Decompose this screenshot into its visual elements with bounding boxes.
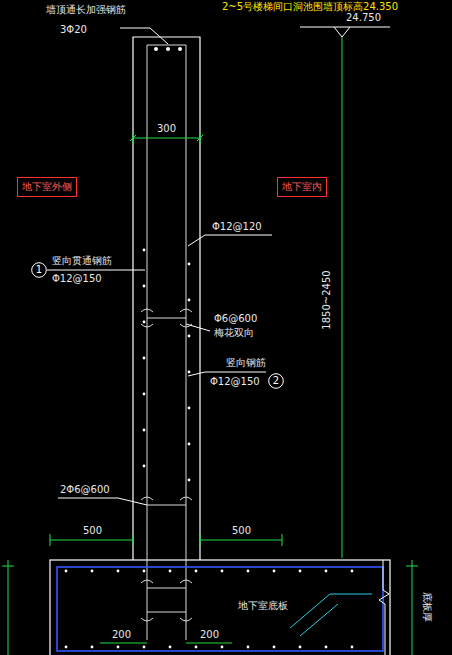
dimension-line bbox=[342, 37, 343, 558]
dimension-line bbox=[406, 560, 418, 655]
callout-circle bbox=[32, 263, 47, 278]
rebar-dot bbox=[65, 570, 68, 573]
slab-bar-detail bbox=[290, 594, 372, 636]
wall-outline bbox=[133, 37, 200, 560]
rebar-dot bbox=[351, 646, 354, 649]
rebar-dot bbox=[273, 646, 276, 649]
annotation: 500 bbox=[83, 525, 102, 537]
dimension-line bbox=[100, 643, 232, 644]
rebar-dot bbox=[143, 357, 146, 360]
leader-line bbox=[120, 28, 168, 44]
rebar-dot bbox=[325, 570, 328, 573]
leader-line bbox=[47, 270, 145, 271]
annotation: 300 bbox=[157, 123, 176, 135]
rebar-dot bbox=[188, 299, 191, 302]
annotation: Φ12@150 bbox=[210, 376, 260, 388]
rebar-dot bbox=[221, 570, 224, 573]
callout-circle bbox=[269, 374, 284, 389]
annotation: 3Φ20 bbox=[60, 24, 87, 36]
top-bar bbox=[178, 47, 182, 51]
annotation: 200 bbox=[112, 629, 131, 641]
rebar-dot bbox=[188, 443, 191, 446]
dimension-line bbox=[2, 560, 14, 655]
break-line bbox=[379, 560, 389, 655]
slab-rebar bbox=[57, 567, 383, 651]
rebar-dot bbox=[188, 371, 191, 374]
rebar-dot bbox=[169, 570, 172, 573]
rebar-dot bbox=[299, 570, 302, 573]
node-text: 2 bbox=[273, 375, 279, 387]
annotation: 2Φ6@600 bbox=[60, 484, 110, 496]
rebar-dot bbox=[273, 570, 276, 573]
leader-line bbox=[58, 498, 147, 505]
leader-line bbox=[188, 372, 266, 376]
callout-number: 1 bbox=[31, 262, 47, 278]
annotation: 竖向贯通钢筋 bbox=[52, 255, 112, 267]
region-tag: 地下室内 bbox=[277, 177, 327, 197]
annotation: 200 bbox=[200, 629, 219, 641]
annotation: 24.750 bbox=[346, 12, 381, 24]
rebar-dot bbox=[65, 646, 68, 649]
rebar-dot bbox=[143, 321, 146, 324]
tie-hook bbox=[141, 580, 192, 621]
rebar-dot bbox=[117, 570, 120, 573]
node-text: 地下室外侧 bbox=[22, 181, 72, 193]
rebar-dot bbox=[221, 646, 224, 649]
top-bar bbox=[166, 47, 170, 51]
rebar-dot bbox=[188, 479, 191, 482]
rotated-dimension: 底板厚 bbox=[421, 590, 433, 624]
rebar-dot bbox=[143, 465, 146, 468]
annotation: 梅花双向 bbox=[214, 327, 254, 339]
rebar-dot bbox=[143, 570, 146, 573]
annotation: 竖向钢筋 bbox=[226, 357, 266, 369]
annotation: 2~5号楼梯间口洞池围墙顶标高24.350 bbox=[222, 1, 398, 13]
rebar-dot bbox=[351, 570, 354, 573]
rebar-dot bbox=[299, 646, 302, 649]
rebar-dot bbox=[169, 646, 172, 649]
top-bar bbox=[154, 47, 158, 51]
slab-outline bbox=[50, 560, 390, 655]
rebar-dot bbox=[325, 646, 328, 649]
rebar-dot bbox=[143, 285, 146, 288]
annotation: Φ6@600 bbox=[214, 313, 257, 325]
rebar-dot bbox=[188, 407, 191, 410]
rebar-dot bbox=[143, 429, 146, 432]
wall-rebar bbox=[147, 45, 186, 640]
annotation: 墙顶通长加强钢筋 bbox=[46, 4, 126, 16]
rebar-dot bbox=[91, 646, 94, 649]
annotation: 500 bbox=[232, 525, 251, 537]
region-tag: 地下室外侧 bbox=[17, 177, 77, 197]
leader-line bbox=[188, 235, 272, 246]
rotated-dimension: 1850~2450 bbox=[321, 268, 333, 331]
rebar-dot bbox=[143, 249, 146, 252]
annotation: Φ12@150 bbox=[52, 273, 102, 285]
rebar-dot bbox=[247, 646, 250, 649]
node-text: 地下室内 bbox=[282, 181, 322, 193]
rebar-dot bbox=[117, 646, 120, 649]
rebar-dot bbox=[143, 646, 146, 649]
annotation: Φ12@120 bbox=[212, 221, 262, 233]
tie-hook bbox=[141, 497, 192, 505]
rebar-dot bbox=[188, 263, 191, 266]
rebar-dot bbox=[195, 646, 198, 649]
rebar-dot bbox=[91, 570, 94, 573]
rebar-dot bbox=[143, 393, 146, 396]
rebar-dot bbox=[188, 335, 191, 338]
node-text: 1 bbox=[36, 264, 42, 276]
rebar-dot bbox=[195, 570, 198, 573]
tie-hook bbox=[141, 309, 192, 327]
elevation-mark bbox=[300, 27, 390, 37]
rebar-dot bbox=[247, 570, 250, 573]
annotation: 地下室底板 bbox=[238, 600, 288, 612]
leader-line bbox=[186, 324, 210, 331]
callout-number: 2 bbox=[268, 373, 284, 389]
